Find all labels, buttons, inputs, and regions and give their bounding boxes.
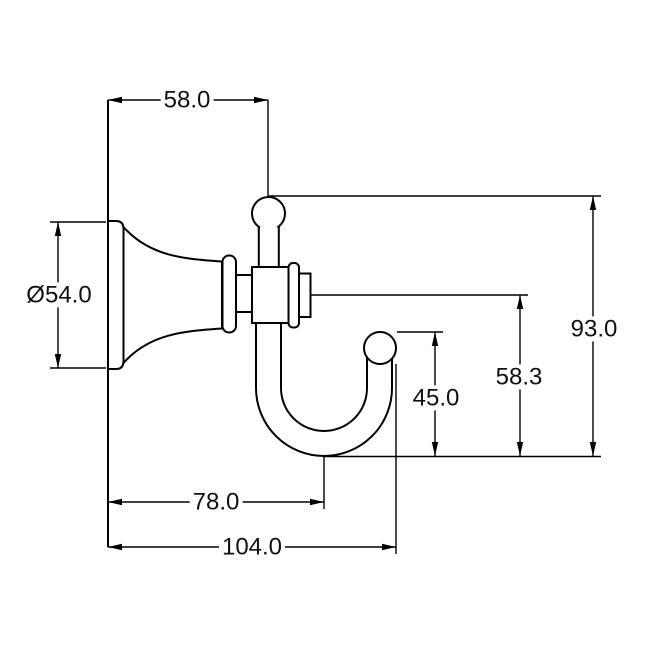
collar-ring bbox=[221, 254, 237, 334]
finial-neck bbox=[257, 226, 280, 267]
dim-overall-height bbox=[268, 195, 601, 458]
dim-label-flange-diameter: Ø54.0 bbox=[23, 282, 95, 308]
flange-bell bbox=[122, 224, 223, 366]
dim-label-overall-height: 93.0 bbox=[567, 316, 621, 342]
end-cap bbox=[298, 272, 312, 318]
dim-label-spigot-centre-height: 58.3 bbox=[492, 364, 546, 390]
hook-arm bbox=[255, 317, 393, 457]
dim-label-overall-projection: 104.0 bbox=[218, 534, 286, 560]
dim-label-hook-inner-height: 45.0 bbox=[409, 385, 463, 411]
dim-label-hook-reach: 78.0 bbox=[189, 489, 243, 515]
cap-ring bbox=[287, 262, 300, 329]
flange-plate bbox=[107, 220, 125, 370]
dim-overall-projection bbox=[108, 364, 397, 554]
hub-block bbox=[251, 266, 290, 324]
hook-tip-ball bbox=[363, 331, 397, 365]
finial-ball bbox=[251, 196, 286, 231]
dim-label-top-width: 58.0 bbox=[160, 87, 214, 113]
